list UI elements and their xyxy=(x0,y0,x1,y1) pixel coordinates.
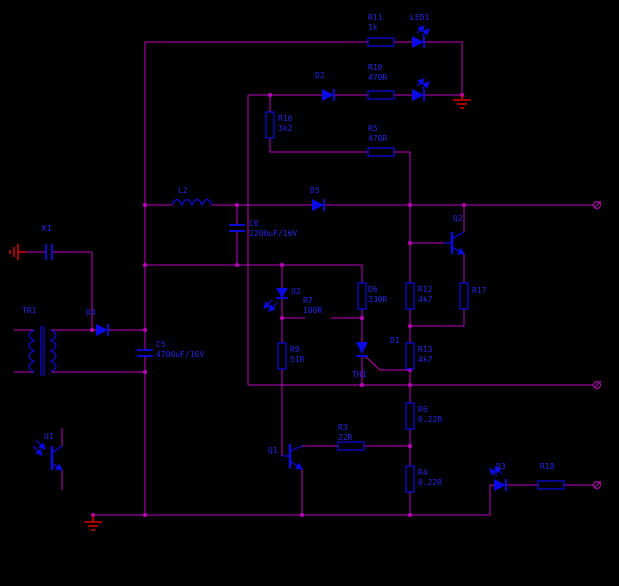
transformer-tr1-symbol xyxy=(28,326,57,376)
label-r7-value: 100R xyxy=(303,306,322,315)
ground-bottom-icon xyxy=(84,515,102,531)
resistor-r6-symbol xyxy=(405,402,415,430)
label-r17-ref: R17 xyxy=(472,286,487,295)
label-q2-ref: Q2 xyxy=(453,214,463,223)
label-r13-value: 4k7 xyxy=(418,355,433,364)
capacitor-c6-symbol xyxy=(229,224,245,232)
resistor-r18-symbol xyxy=(537,480,565,490)
optocoupler-u2-led-symbol xyxy=(263,288,288,312)
resistor-r12-symbol xyxy=(405,282,415,310)
ground-left-icon xyxy=(9,244,26,260)
resistor-r11-symbol xyxy=(367,37,395,47)
inductor-l2-symbol xyxy=(171,198,213,207)
resistor-r10-symbol xyxy=(367,90,395,100)
junction-dots xyxy=(90,93,466,517)
label-r10-value: 470R xyxy=(368,73,387,82)
label-d1-type: TH1 xyxy=(352,370,367,379)
label-r16-ref: R16 xyxy=(278,114,293,123)
label-r5-value: 470R xyxy=(368,134,387,143)
diode-d2-symbol xyxy=(322,89,335,101)
label-l2-ref: L2 xyxy=(178,186,188,195)
label-r10-ref: R10 xyxy=(368,63,383,72)
transistor-q2-symbol xyxy=(444,231,466,255)
label-r3-value: 22R xyxy=(338,433,353,442)
label-c6-value: 2200uF/16V xyxy=(249,229,297,238)
resistor-d6-symbol xyxy=(357,282,367,310)
optocoupler-u1-transistor-symbol xyxy=(32,439,63,471)
label-r13-ref: R13 xyxy=(418,345,433,354)
label-tr1-ref: TR1 xyxy=(22,306,37,315)
output-terminals xyxy=(593,200,602,489)
terminal-2-icon xyxy=(593,380,602,389)
ground-symbols xyxy=(9,95,471,531)
label-c5-ref: C5 xyxy=(156,340,166,349)
label-u1-ref: U1 xyxy=(44,432,54,441)
terminal-1-icon xyxy=(593,200,602,209)
label-r6-value: 0.22R xyxy=(418,415,442,424)
label-led1-ref: LED1 xyxy=(410,13,429,22)
label-c5-value: 4700uF/16V xyxy=(156,350,204,359)
label-r4-value: 0.22R xyxy=(418,478,442,487)
label-d4-ref: D4 xyxy=(86,308,96,317)
resistor-r9-symbol xyxy=(277,342,287,370)
label-r18-ref: R18 xyxy=(540,462,555,471)
label-r12-ref: R12 xyxy=(418,285,433,294)
diode-d5-symbol xyxy=(312,199,325,211)
label-r3-ref: R3 xyxy=(338,423,348,432)
led2-symbol xyxy=(412,78,430,101)
resistor-r13-symbol xyxy=(405,342,415,370)
label-r6-ref: R6 xyxy=(418,405,428,414)
label-r7-ref: R7 xyxy=(303,296,313,305)
resistor-r5-symbol xyxy=(367,147,395,157)
label-d3-ref: D3 xyxy=(496,462,506,471)
component-symbols xyxy=(28,25,565,493)
capacitor-c5-symbol xyxy=(137,349,153,357)
label-k1-ref: K1 xyxy=(42,224,52,233)
component-labels: R11 1k LED1 D2 R10 470R R16 3k2 R5 470R … xyxy=(22,13,555,487)
label-d6-ref: D6 xyxy=(368,285,378,294)
label-r9-ref: R9 xyxy=(290,345,300,354)
schematic-wires xyxy=(14,41,593,516)
label-r11-ref: R11 xyxy=(368,13,383,22)
resistor-r17-symbol xyxy=(459,282,469,310)
label-d6-value: 330R xyxy=(368,295,387,304)
capacitor-k1-symbol xyxy=(45,244,53,260)
diode-d4-symbol xyxy=(96,324,109,336)
label-r16-value: 3k2 xyxy=(278,124,293,133)
terminal-3-icon xyxy=(593,480,602,489)
label-d5-ref: D5 xyxy=(310,186,320,195)
label-r5-ref: R5 xyxy=(368,124,378,133)
label-r11-value: 1k xyxy=(368,23,378,32)
label-r9-value: 51R xyxy=(290,355,305,364)
resistor-r16-symbol xyxy=(265,111,275,139)
resistor-r4-symbol xyxy=(405,465,415,493)
transistor-q1-symbol xyxy=(282,444,303,470)
ground-top-right-icon xyxy=(453,95,471,109)
label-d1-ref: D1 xyxy=(390,336,400,345)
thyristor-d1-symbol xyxy=(356,342,368,357)
diode-d3-symbol xyxy=(489,466,507,491)
label-r12-value: 4k7 xyxy=(418,295,433,304)
label-u2-ref: U2 xyxy=(291,287,301,296)
resistor-r3-symbol xyxy=(337,441,365,451)
label-r4-ref: R4 xyxy=(418,468,428,477)
label-c6-ref: C6 xyxy=(249,219,259,228)
label-q1-ref: Q1 xyxy=(268,446,278,455)
led1-symbol xyxy=(412,25,430,48)
label-d2-ref: D2 xyxy=(315,71,325,80)
